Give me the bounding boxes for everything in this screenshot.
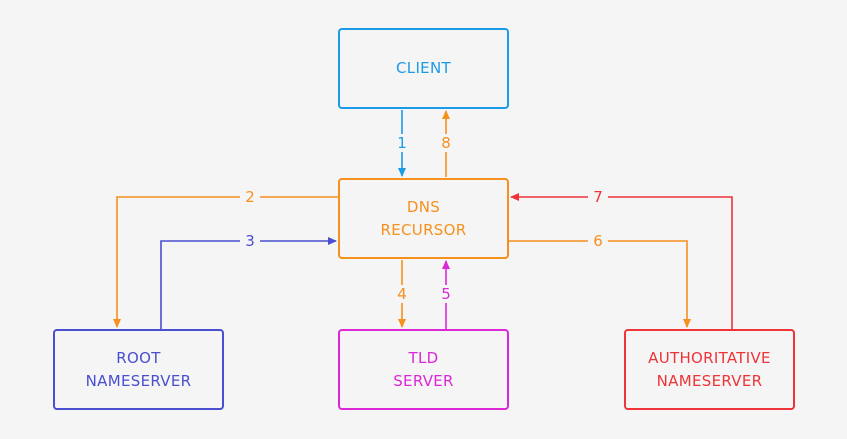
step-label-4: 4 [392,285,412,303]
client-node-label: CLIENT [396,59,451,78]
arrow-step-6 [509,240,691,328]
client-node: CLIENT [338,28,509,109]
arrow-step-3 [160,237,337,329]
dns-recursor-label-line-2: RECURSOR [380,220,467,239]
dns-recursor-node: DNS RECURSOR [338,178,509,259]
authoritative-nameserver-label-line-1: AUTHORITATIVE [648,349,771,367]
step-label-5: 5 [436,285,456,303]
authoritative-nameserver-label-line-2: NAMESERVER [656,371,763,390]
root-nameserver-label-line-2: NAMESERVER [85,371,192,390]
step-label-1: 1 [392,134,412,152]
step-label-3: 3 [240,232,260,250]
dns-recursor-label-line-1: DNS [406,198,441,216]
root-nameserver-node: ROOT NAMESERVER [53,329,224,410]
arrow-step-2 [113,196,338,328]
root-nameserver-label-line-1: ROOT [116,349,161,367]
tld-server-label-line-2: SERVER [393,371,454,390]
step-label-6: 6 [588,232,608,250]
step-label-2: 2 [240,188,260,206]
step-label-7: 7 [588,188,608,206]
tld-server-node: TLD SERVER [338,329,509,410]
authoritative-nameserver-node: AUTHORITATIVE NAMESERVER [624,329,795,410]
step-label-8: 8 [436,134,456,152]
tld-server-label-line-1: TLD [408,349,439,367]
arrow-step-7 [510,193,733,329]
